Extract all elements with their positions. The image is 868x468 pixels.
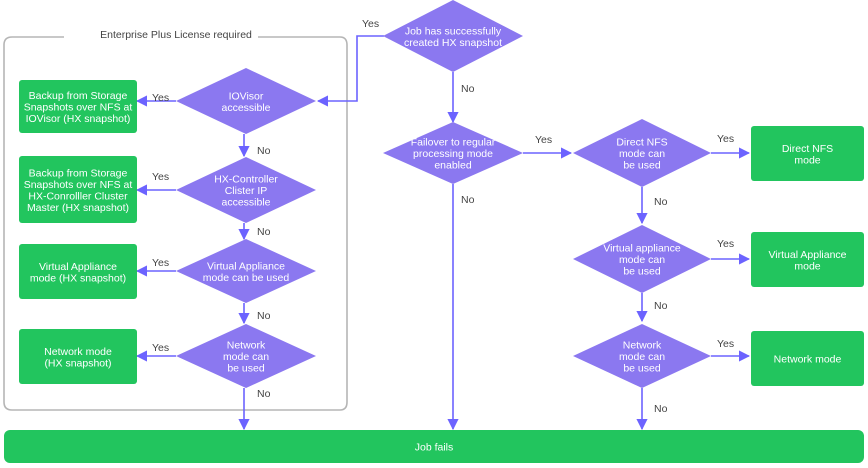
outcomes-text-line: IOVisor (HX snapshot) — [26, 113, 131, 125]
decision-diamond-shape — [176, 157, 316, 223]
decision-diamond-shape — [176, 239, 316, 303]
outcomes-text-line: Snapshots over NFS at — [24, 102, 133, 114]
decisions-text-line: Network — [623, 340, 662, 352]
decision-diamond-shape — [176, 68, 316, 134]
decisions-text-line: be used — [623, 266, 661, 278]
label-failover-no: No — [461, 194, 475, 206]
label-va-right-no: No — [654, 300, 668, 312]
label-failover-yes: Yes — [535, 134, 552, 146]
decisions-text-line: mode can — [619, 351, 665, 363]
outcome-box-shape — [19, 329, 137, 384]
outcomes-text-line: Virtual Appliance — [39, 261, 117, 273]
decisions-text-line: Virtual appliance — [603, 243, 681, 255]
label-snapshot-no: No — [461, 83, 475, 95]
outcomes-text-line: mode (HX snapshot) — [30, 272, 126, 284]
outcomes-text-line: Network mode — [44, 346, 112, 358]
outcome-box-shape — [751, 232, 864, 287]
outcome-box-shape — [751, 331, 864, 386]
decisions-text-line: Virtual Appliance — [207, 260, 285, 272]
decisions-text-line: HX-Controller — [214, 174, 278, 186]
license-group-frame — [3, 36, 348, 411]
label-direct-nfs-yes: Yes — [717, 133, 734, 145]
decisions-text-line: mode can — [619, 148, 665, 160]
outcome-box-shape — [19, 244, 137, 299]
outcomes-text-line: Job fails — [415, 442, 454, 454]
decisions-text-line: Failover to regular — [411, 137, 496, 149]
label-network-left-no: No — [257, 388, 271, 400]
decision-diamond-shape — [383, 122, 523, 184]
decisions-text-line: Network — [227, 340, 266, 352]
label-va-left-yes: Yes — [152, 257, 169, 269]
label-iovisor-no: No — [257, 145, 271, 157]
decisions-text-line: Job has successfully — [405, 25, 502, 37]
decisions-text-line: be used — [623, 160, 661, 172]
label-network-right-yes: Yes — [717, 338, 734, 350]
outcomes-text-line: Master (HX snapshot) — [27, 202, 129, 214]
outcome-box-shape — [751, 126, 864, 181]
decisions-text-line: enabled — [434, 160, 472, 172]
outcomes-text-line: mode — [794, 260, 820, 272]
label-direct-nfs-no: No — [654, 196, 668, 208]
connector-snapshot-yes — [316, 35, 384, 107]
label-va-right-yes: Yes — [717, 238, 734, 250]
outcome-box-shape — [19, 80, 137, 133]
decisions-text-line: accessible — [221, 197, 270, 209]
decisions-text-line: processing mode — [413, 148, 493, 160]
license-group-title: Enterprise Plus License required — [100, 29, 252, 41]
decision-diamond-shape — [573, 324, 711, 388]
decision-diamond-shape — [573, 225, 711, 293]
label-snapshot-yes: Yes — [362, 18, 379, 30]
decisions-text-line: be used — [623, 363, 661, 375]
outcomes-text-line: Network mode — [774, 354, 842, 366]
decision-diamond-shape — [176, 324, 316, 388]
decisions-text-line: mode can be used — [203, 272, 290, 284]
label-network-left-yes: Yes — [152, 342, 169, 354]
decisions-text-line: Clister IP — [225, 185, 268, 197]
decisions-text-line: mode can — [223, 351, 269, 363]
decisions-text-line: be used — [227, 363, 265, 375]
outcomes-text-line: Direct NFS — [782, 143, 833, 155]
decisions-text-line: IOVisor — [229, 90, 264, 102]
outcomes-text-line: Backup from Storage — [29, 90, 128, 102]
label-network-right-no: No — [654, 403, 668, 415]
outcomes-text-line: (HX snapshot) — [44, 357, 111, 369]
label-hx-yes: Yes — [152, 171, 169, 183]
decisions-text-line: Direct NFS — [616, 137, 667, 149]
decision-diamond-shape — [383, 0, 523, 72]
outcomes-text-line: Backup from Storage — [29, 167, 128, 179]
decisions-text-line: accessible — [221, 102, 270, 114]
outcomes-text-line: HX-Conrolller Cluster — [28, 190, 128, 202]
outcome-network-right: Network mode — [751, 331, 864, 386]
outcome-box-shape — [4, 430, 864, 463]
decisions-text-line: created HX snapshot — [404, 37, 502, 49]
outcome-job-fails: Job fails — [4, 430, 864, 463]
label-va-left-no: No — [257, 310, 271, 322]
decision-diamond-shape — [573, 119, 711, 187]
outcome-network-left: Network mode(HX snapshot) — [19, 329, 137, 384]
outcomes-text-line: Virtual Appliance — [768, 249, 846, 261]
label-iovisor-yes: Yes — [152, 92, 169, 104]
outcome-box-shape — [19, 156, 137, 223]
decisions-text-line: mode can — [619, 254, 665, 266]
label-hx-no: No — [257, 226, 271, 238]
outcomes-text-line: Snapshots over NFS at — [24, 179, 133, 191]
outcomes-text-line: mode — [794, 154, 820, 166]
